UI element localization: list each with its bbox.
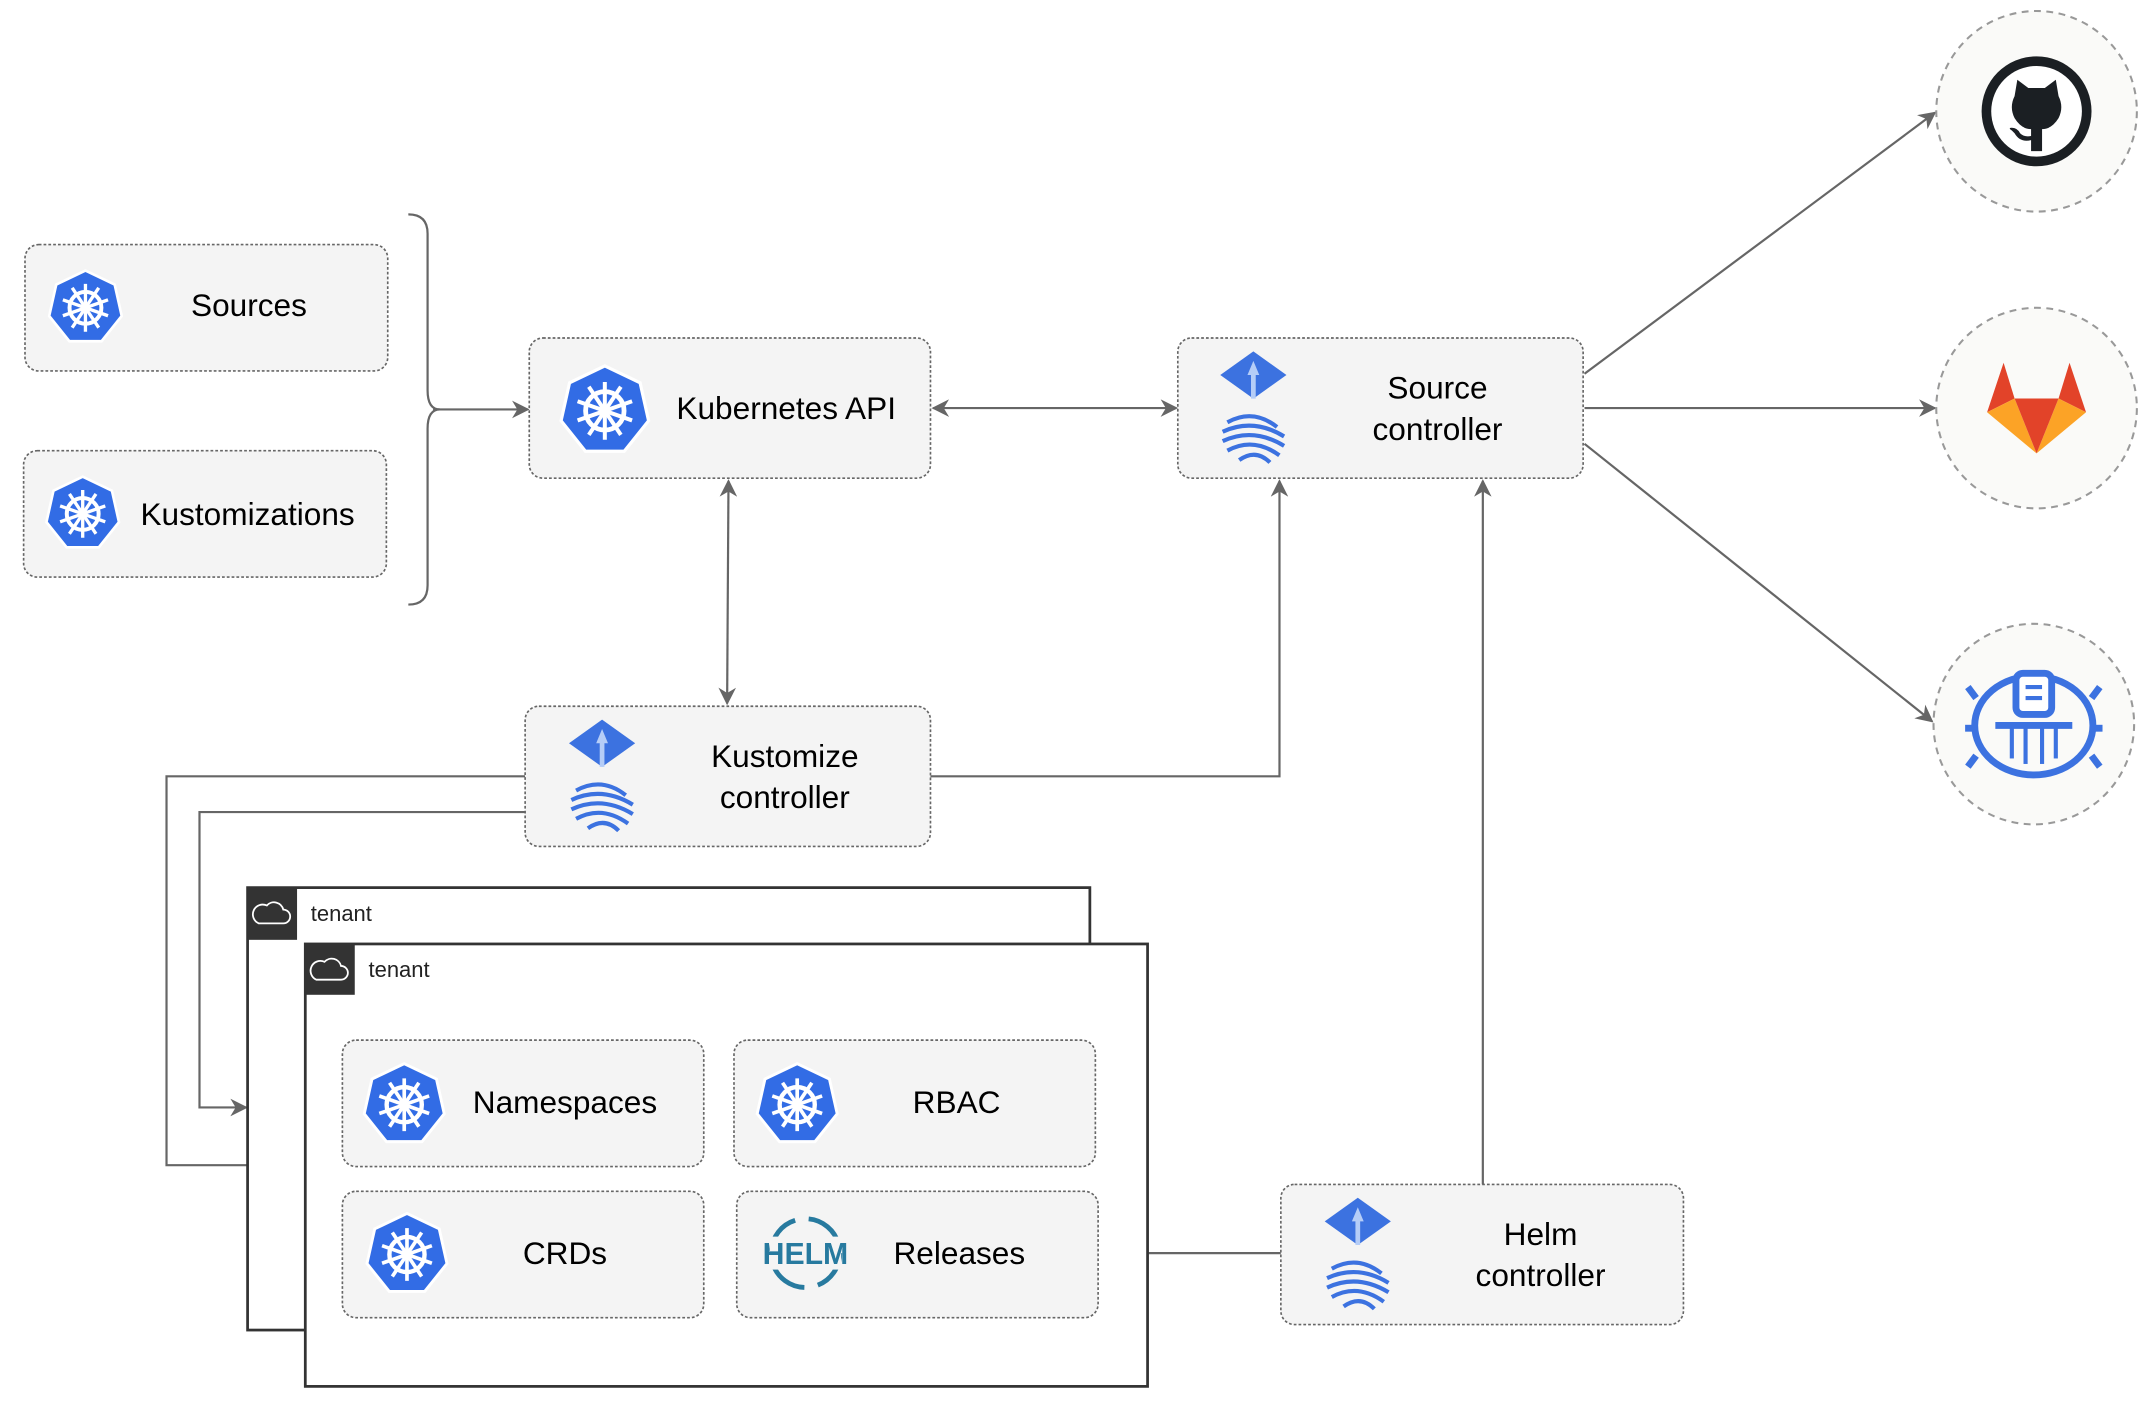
- edge-source-to-github: [1583, 111, 1937, 375]
- github-source[interactable]: [1935, 9, 2138, 213]
- crds-node[interactable]: CRDs: [341, 1190, 705, 1319]
- source-controller-label-line1: Source: [1387, 370, 1487, 406]
- source-controller-node[interactable]: Source controller: [1176, 337, 1584, 479]
- helm-controller-label-line1: Helm: [1504, 1216, 1578, 1252]
- tenant-label: tenant: [369, 957, 430, 982]
- edge-kustomize-to-tenant-back: [198, 810, 526, 1117]
- cloud-icon: [309, 957, 349, 981]
- bucket-icon: [1965, 669, 2103, 779]
- rbac-node[interactable]: RBAC: [733, 1039, 1097, 1168]
- helm-icon: HELM: [763, 1216, 849, 1290]
- gitlab-icon: [1987, 362, 2087, 454]
- edge-source-to-bucket: [1583, 442, 1934, 723]
- kustomize-controller-label-line2: controller: [720, 779, 850, 815]
- sources-label: Sources: [191, 287, 307, 323]
- releases-label: Releases: [893, 1235, 1025, 1271]
- sources-node[interactable]: Sources: [24, 243, 389, 372]
- namespaces-label: Namespaces: [473, 1084, 657, 1120]
- helm-controller-label-line2: controller: [1476, 1257, 1606, 1293]
- kubernetes-api-label: Kubernetes API: [676, 390, 896, 426]
- kustomize-controller-label-line1: Kustomize: [711, 738, 858, 774]
- edge-kustomize-to-source: [930, 479, 1289, 778]
- cloud-icon: [252, 901, 292, 925]
- gitlab-source[interactable]: [1935, 306, 2138, 510]
- kubernetes-api-node[interactable]: Kubernetes API: [528, 337, 932, 479]
- bucket-source[interactable]: [1932, 622, 2136, 826]
- edge-api-kustomize-controller: [718, 479, 738, 706]
- namespaces-node[interactable]: Namespaces: [341, 1039, 705, 1168]
- releases-node[interactable]: HELM Releases: [735, 1190, 1099, 1319]
- kustomize-controller-node[interactable]: Kustomize controller: [524, 705, 932, 848]
- github-icon: [1981, 56, 2092, 167]
- rbac-label: RBAC: [913, 1084, 1001, 1120]
- crds-label: CRDs: [523, 1235, 607, 1271]
- tenant-label: tenant: [311, 901, 372, 926]
- source-controller-label-line2: controller: [1373, 411, 1503, 447]
- helm-controller-node[interactable]: Helm controller: [1280, 1183, 1685, 1326]
- kustomizations-label: Kustomizations: [140, 496, 354, 532]
- edge-kustomize-to-tenant-front: [165, 775, 526, 1174]
- helm-logo-text: HELM: [763, 1238, 849, 1271]
- edges: [165, 111, 1937, 1262]
- kustomizations-node[interactable]: Kustomizations: [22, 449, 388, 578]
